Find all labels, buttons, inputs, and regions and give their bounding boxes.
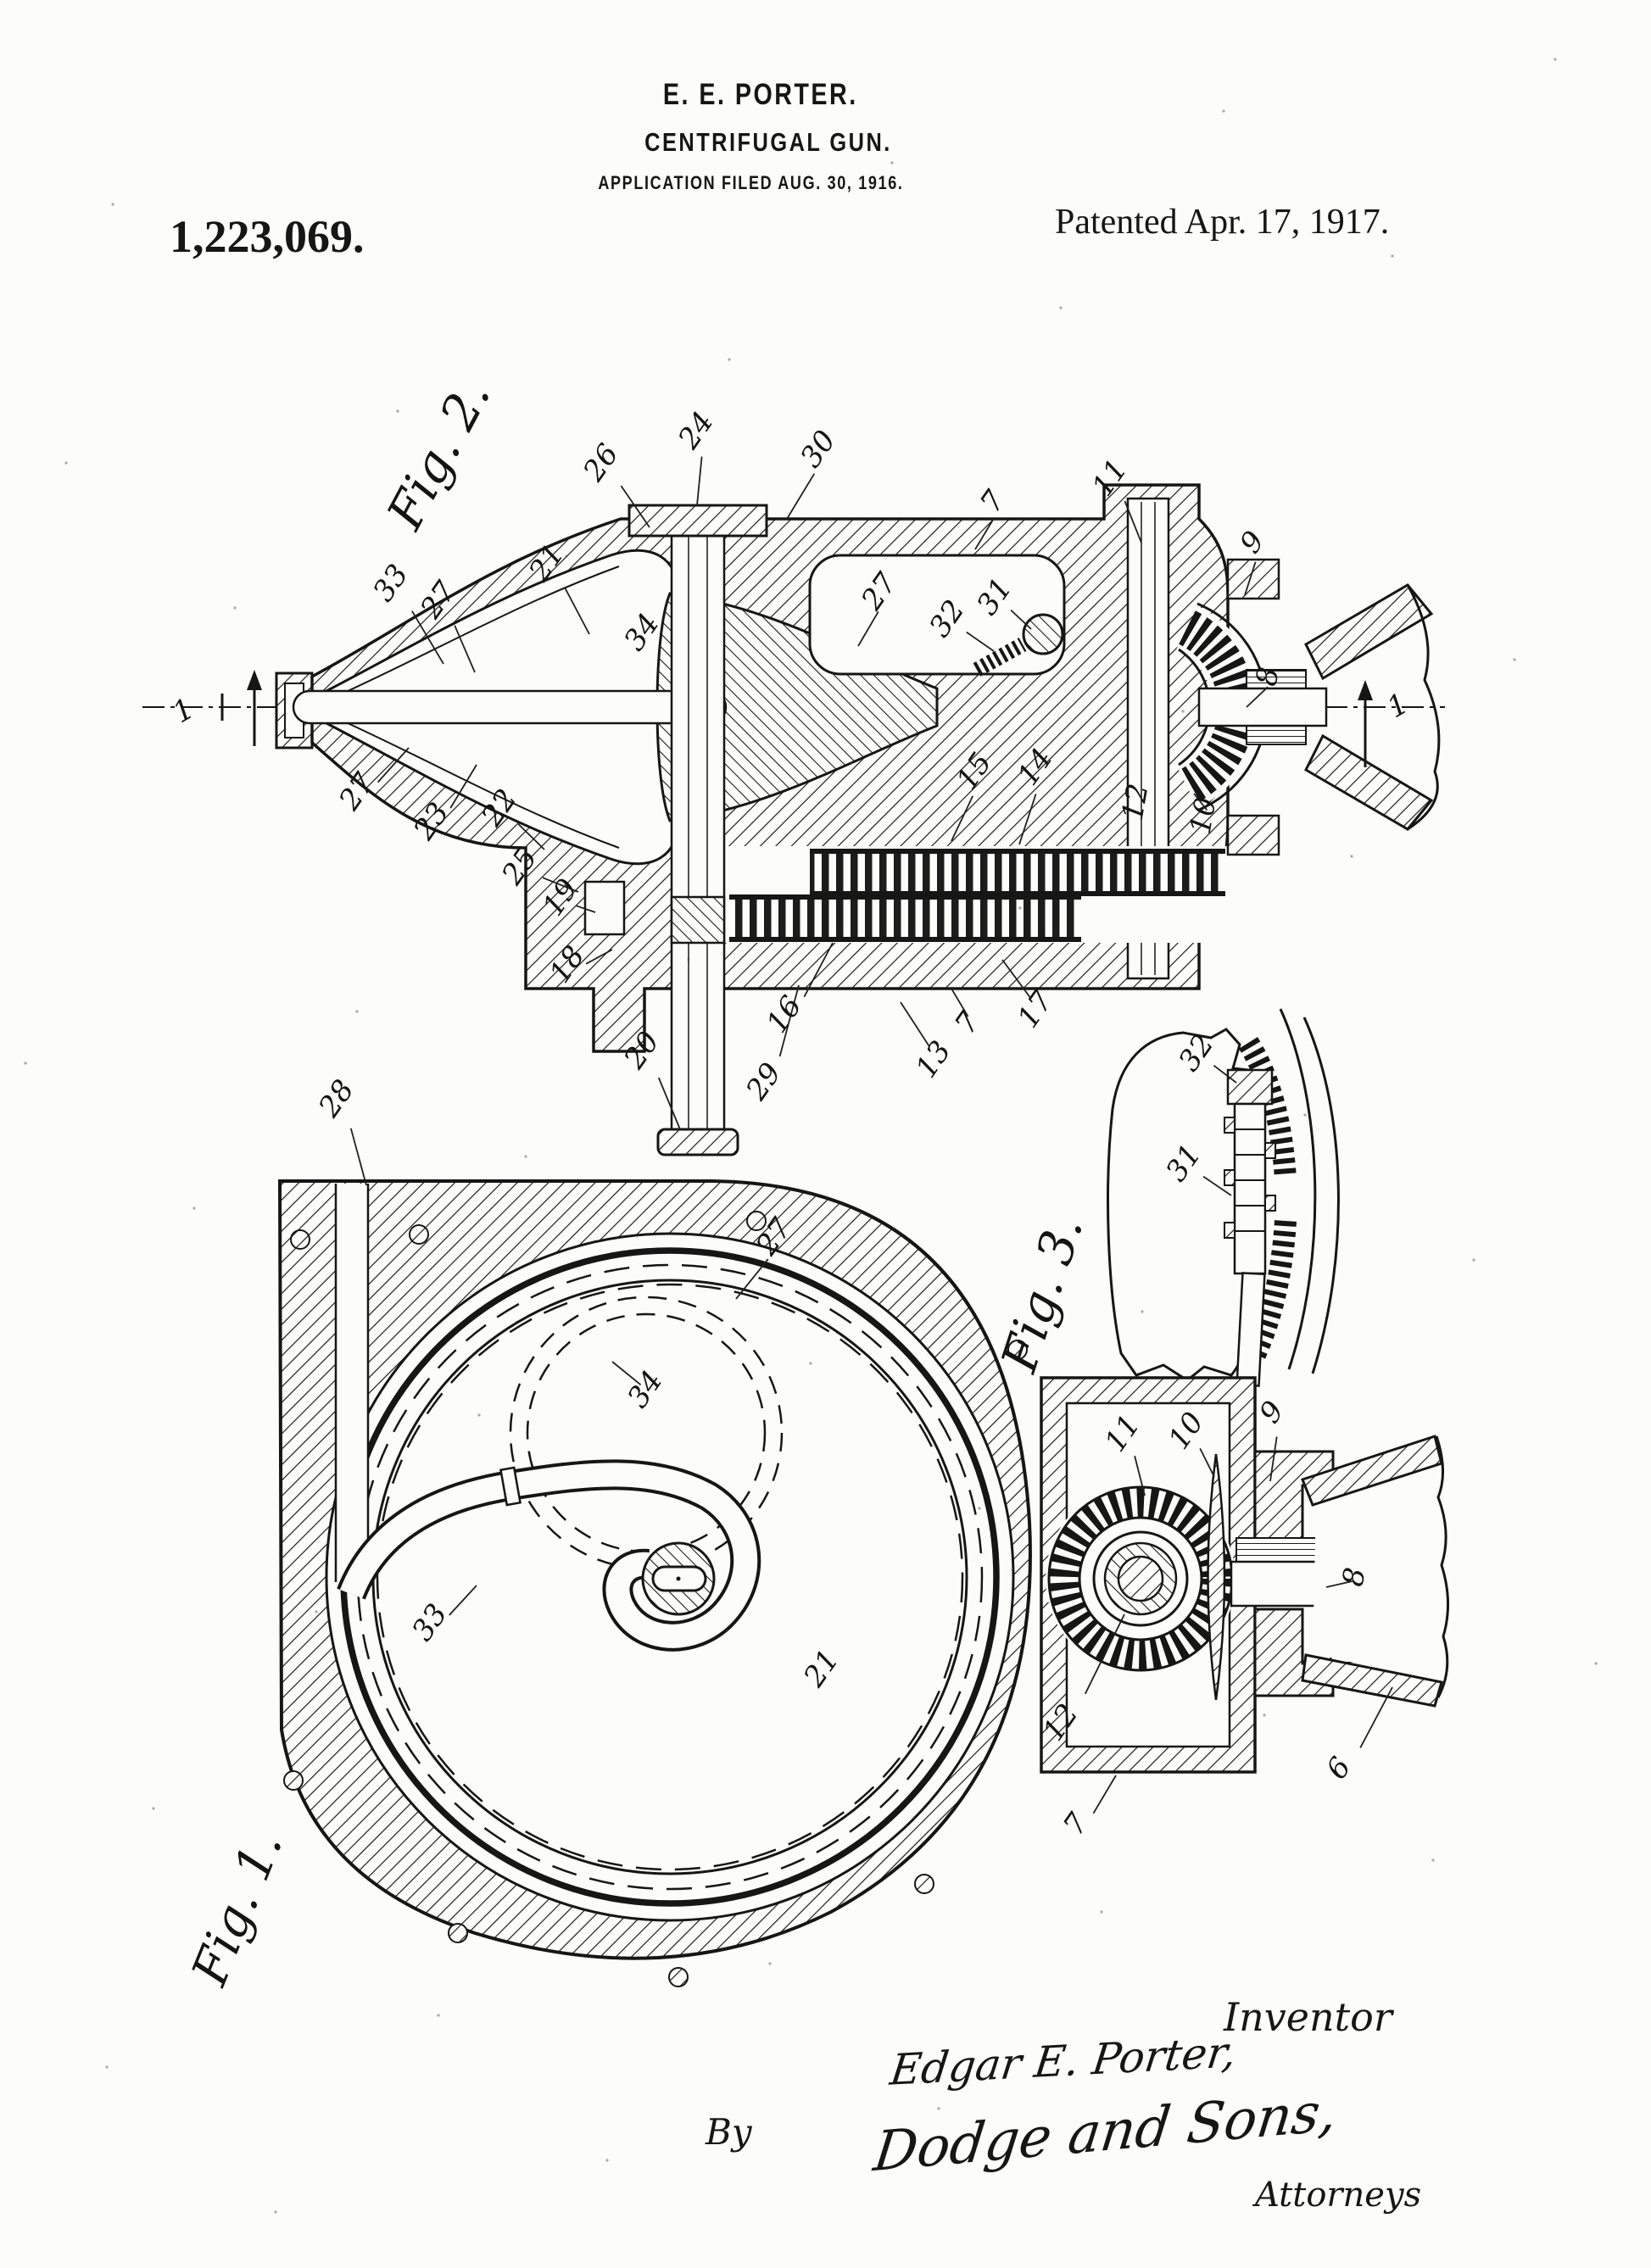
ref-numeral-10: 10 bbox=[1184, 794, 1224, 837]
ref-numeral-7: 7 bbox=[1057, 1807, 1095, 1842]
casing-screws bbox=[283, 1211, 1028, 1987]
fig1-caption: Fig. 1. bbox=[180, 1824, 293, 1994]
patented-date-line: Patented Apr. 17, 1917. bbox=[1055, 203, 1390, 242]
ref-numeral-12: 12 bbox=[1116, 781, 1156, 823]
ref-numeral-29: 29 bbox=[739, 1056, 789, 1106]
ref-numeral-1: 1 bbox=[1381, 687, 1414, 725]
scan-speckles bbox=[24, 58, 1598, 2214]
ref-numeral-17: 17 bbox=[1011, 984, 1060, 1034]
fig3-caption: Fig. 3. bbox=[990, 1209, 1094, 1379]
ref-numeral-33: 33 bbox=[366, 558, 416, 607]
ref-numeral-7: 7 bbox=[973, 484, 1012, 519]
ref-numeral-6: 6 bbox=[1319, 1751, 1358, 1786]
attorneys-caption: Attorneys bbox=[1255, 2176, 1422, 2215]
fig1-drawing bbox=[277, 1179, 1449, 1987]
inventor-name-line: E. E. PORTER. bbox=[662, 78, 858, 111]
ref-numeral-9: 9 bbox=[1233, 525, 1271, 560]
application-line: APPLICATION FILED AUG. 30, 1916. bbox=[598, 172, 904, 193]
by-label: By bbox=[706, 2111, 752, 2153]
ref-numeral-24: 24 bbox=[672, 405, 721, 455]
invention-title-line: CENTRIFUGAL GUN. bbox=[644, 127, 892, 157]
fig2-caption: Fig. 2. bbox=[376, 371, 502, 539]
ref-numeral-30: 30 bbox=[794, 424, 843, 473]
ref-numeral-7: 7 bbox=[948, 1006, 986, 1040]
patent-number: 1,223,069. bbox=[170, 211, 365, 262]
fig2-drawing bbox=[142, 483, 1445, 1156]
ref-numeral-16: 16 bbox=[760, 989, 809, 1039]
fig3-drawing bbox=[1107, 1008, 1340, 1387]
ref-numeral-9: 9 bbox=[1252, 1395, 1291, 1429]
ref-numeral-28: 28 bbox=[312, 1073, 361, 1123]
ref-numeral-1: 1 bbox=[167, 692, 200, 730]
ref-numeral-26: 26 bbox=[577, 437, 626, 488]
inventor-caption: Inventor bbox=[1224, 1994, 1392, 2040]
ref-numeral-13: 13 bbox=[909, 1034, 958, 1084]
